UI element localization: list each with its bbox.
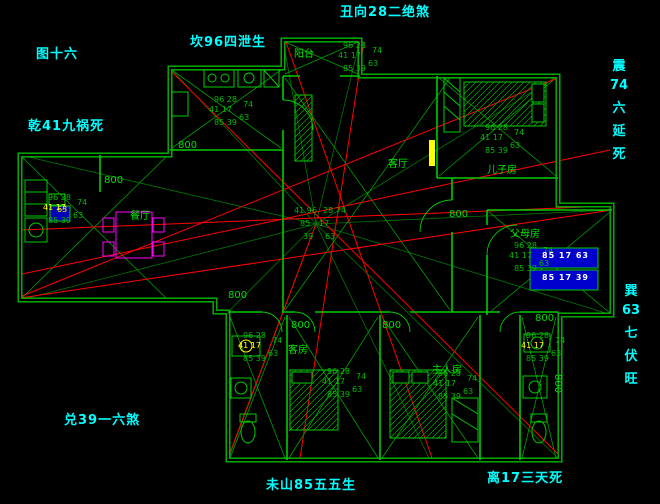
wardrobe-icon <box>443 77 461 133</box>
entry-door-leaf <box>429 140 435 166</box>
washer-icon <box>522 375 548 399</box>
wardrobe-icon <box>451 397 479 443</box>
blue-bed-icon <box>529 247 599 291</box>
door-arc <box>486 224 518 256</box>
interior-walls <box>99 75 612 460</box>
door-arc <box>419 199 453 233</box>
cabinet-icon <box>24 179 66 243</box>
door-arc <box>294 311 316 333</box>
toilet-icon <box>530 413 548 444</box>
door-arc <box>261 311 283 333</box>
counter-icon <box>263 69 280 88</box>
door-arc <box>389 311 411 333</box>
toilet-icon <box>239 413 257 444</box>
bed-icon <box>463 81 547 127</box>
stove-icon <box>203 69 235 88</box>
furniture <box>24 69 599 444</box>
dining-table-icon <box>102 211 165 259</box>
washer-icon <box>230 377 252 399</box>
bed-icon <box>289 369 339 431</box>
sink-icon <box>231 335 261 357</box>
blue-box-icon <box>49 205 71 222</box>
bed-icon <box>389 369 447 439</box>
feature-column <box>294 94 313 162</box>
sink-icon <box>237 69 262 88</box>
exterior-walls <box>17 37 615 463</box>
door-arc <box>499 311 521 333</box>
sink-icon <box>523 333 551 353</box>
fridge-icon <box>171 91 189 117</box>
